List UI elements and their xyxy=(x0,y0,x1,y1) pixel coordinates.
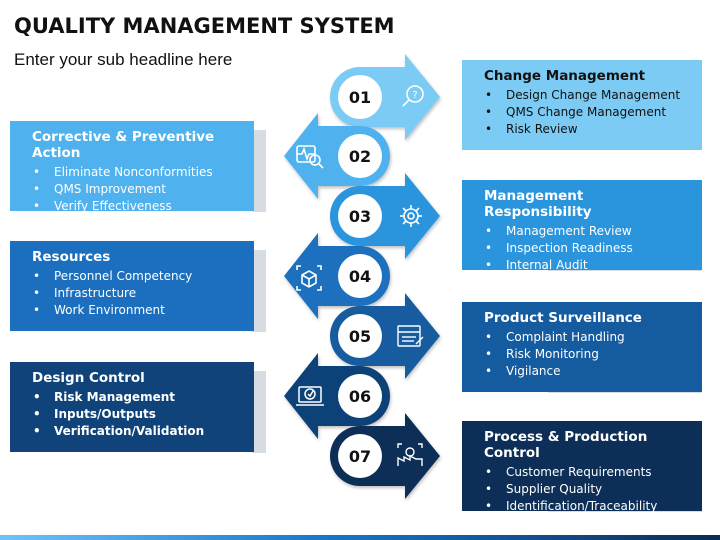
search-question-icon: ? xyxy=(402,85,424,107)
pulse-magnifier-icon xyxy=(296,145,324,169)
gear-icon xyxy=(400,205,422,227)
card-title: Product Surveillance xyxy=(484,310,642,326)
step-03 xyxy=(330,173,440,259)
step-number: 07 xyxy=(349,447,371,466)
step-number: 04 xyxy=(349,267,371,286)
card-title: Management Responsibility xyxy=(484,188,592,220)
list-item: Vigilance xyxy=(484,363,692,380)
laptop-shield-icon xyxy=(296,386,324,406)
step-05 xyxy=(330,293,440,379)
card-resources: Resources Personnel Competency Infrastru… xyxy=(10,241,254,331)
list-item: QMS Improvement xyxy=(32,181,244,198)
list-item: Infrastructure xyxy=(32,285,244,302)
step-number: 06 xyxy=(349,387,371,406)
card-title: Change Management xyxy=(484,68,646,84)
card-management-responsibility: Management Responsibility Management Rev… xyxy=(462,180,702,274)
list-item: Verify Effectiveness xyxy=(32,198,244,215)
list-item: Personnel Competency xyxy=(32,268,244,285)
card-change-management: Change Management Design Change Manageme… xyxy=(462,60,702,150)
box-scan-icon xyxy=(296,265,322,291)
card-corrective-preventive: Corrective & Preventive Action Eliminate… xyxy=(10,121,254,215)
step-04 xyxy=(284,233,390,319)
list-item: Risk Monitoring xyxy=(484,346,692,363)
list-item: Work Environment xyxy=(32,302,244,319)
bottom-accent-bar xyxy=(0,535,720,540)
card-title: Corrective & Preventive Action xyxy=(32,129,215,161)
list-item: Risk Management xyxy=(32,389,244,406)
card-design-control: Design Control Risk Management Inputs/Ou… xyxy=(10,362,254,452)
list-item: Risk Review xyxy=(484,121,692,138)
list-item: Complaint Handling xyxy=(484,329,692,346)
list-item: Customer Requirements xyxy=(484,464,692,481)
list-item: QMS Change Management xyxy=(484,104,692,121)
step-01 xyxy=(330,54,440,140)
step-02 xyxy=(284,113,390,199)
list-item: Verification/Validation xyxy=(32,423,244,440)
list-item: Inputs/Outputs xyxy=(32,406,244,423)
card-title: Design Control xyxy=(32,370,145,386)
step-number: 01 xyxy=(349,88,371,107)
list-item: Inspection Readiness xyxy=(484,240,692,257)
list-item: Identification/Traceability xyxy=(484,498,692,515)
card-product-surveillance: Product Surveillance Complaint Handling … xyxy=(462,302,702,392)
list-item: Design Change Management xyxy=(484,87,692,104)
test-checklist-icon xyxy=(397,325,424,347)
list-item: Management Review xyxy=(484,223,692,240)
list-item: Supplier Quality xyxy=(484,481,692,498)
list-item: Internal Audit xyxy=(484,257,692,274)
card-process-production: Process & Production Control Customer Re… xyxy=(462,421,702,515)
step-07 xyxy=(330,413,440,499)
page-title: QUALITY MANAGEMENT SYSTEM xyxy=(14,14,395,38)
factory-gear-icon xyxy=(397,443,423,466)
step-06 xyxy=(284,353,390,439)
step-number: 03 xyxy=(349,207,371,226)
step-number: 05 xyxy=(349,327,371,346)
card-title: Process & Production Control xyxy=(484,429,648,461)
sub-headline: Enter your sub headline here xyxy=(14,50,233,69)
list-item: Eliminate Nonconformities xyxy=(32,164,244,181)
svg-text:?: ? xyxy=(412,90,417,101)
card-title: Resources xyxy=(32,249,111,265)
step-number: 02 xyxy=(349,147,371,166)
